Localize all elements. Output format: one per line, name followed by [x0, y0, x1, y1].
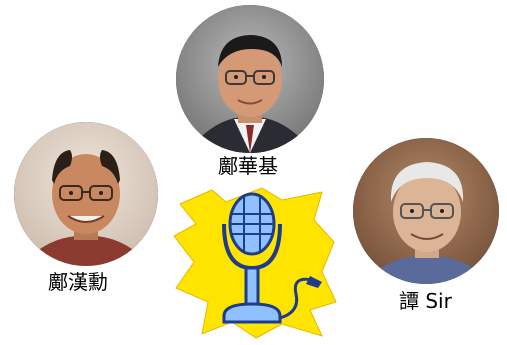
portrait-right	[353, 138, 499, 284]
portrait-right-image	[353, 138, 499, 284]
name-label-left: 鄺漢勳	[48, 270, 108, 294]
portrait-top-image	[176, 5, 324, 153]
portrait-left	[14, 122, 158, 266]
name-label-top: 鄺華基	[218, 154, 278, 178]
microphone-clipart-icon	[172, 184, 338, 340]
name-label-right: 譚 Sir	[399, 289, 452, 313]
portrait-top	[176, 5, 324, 153]
microphone-icon	[173, 187, 337, 339]
portrait-left-image	[14, 122, 158, 266]
